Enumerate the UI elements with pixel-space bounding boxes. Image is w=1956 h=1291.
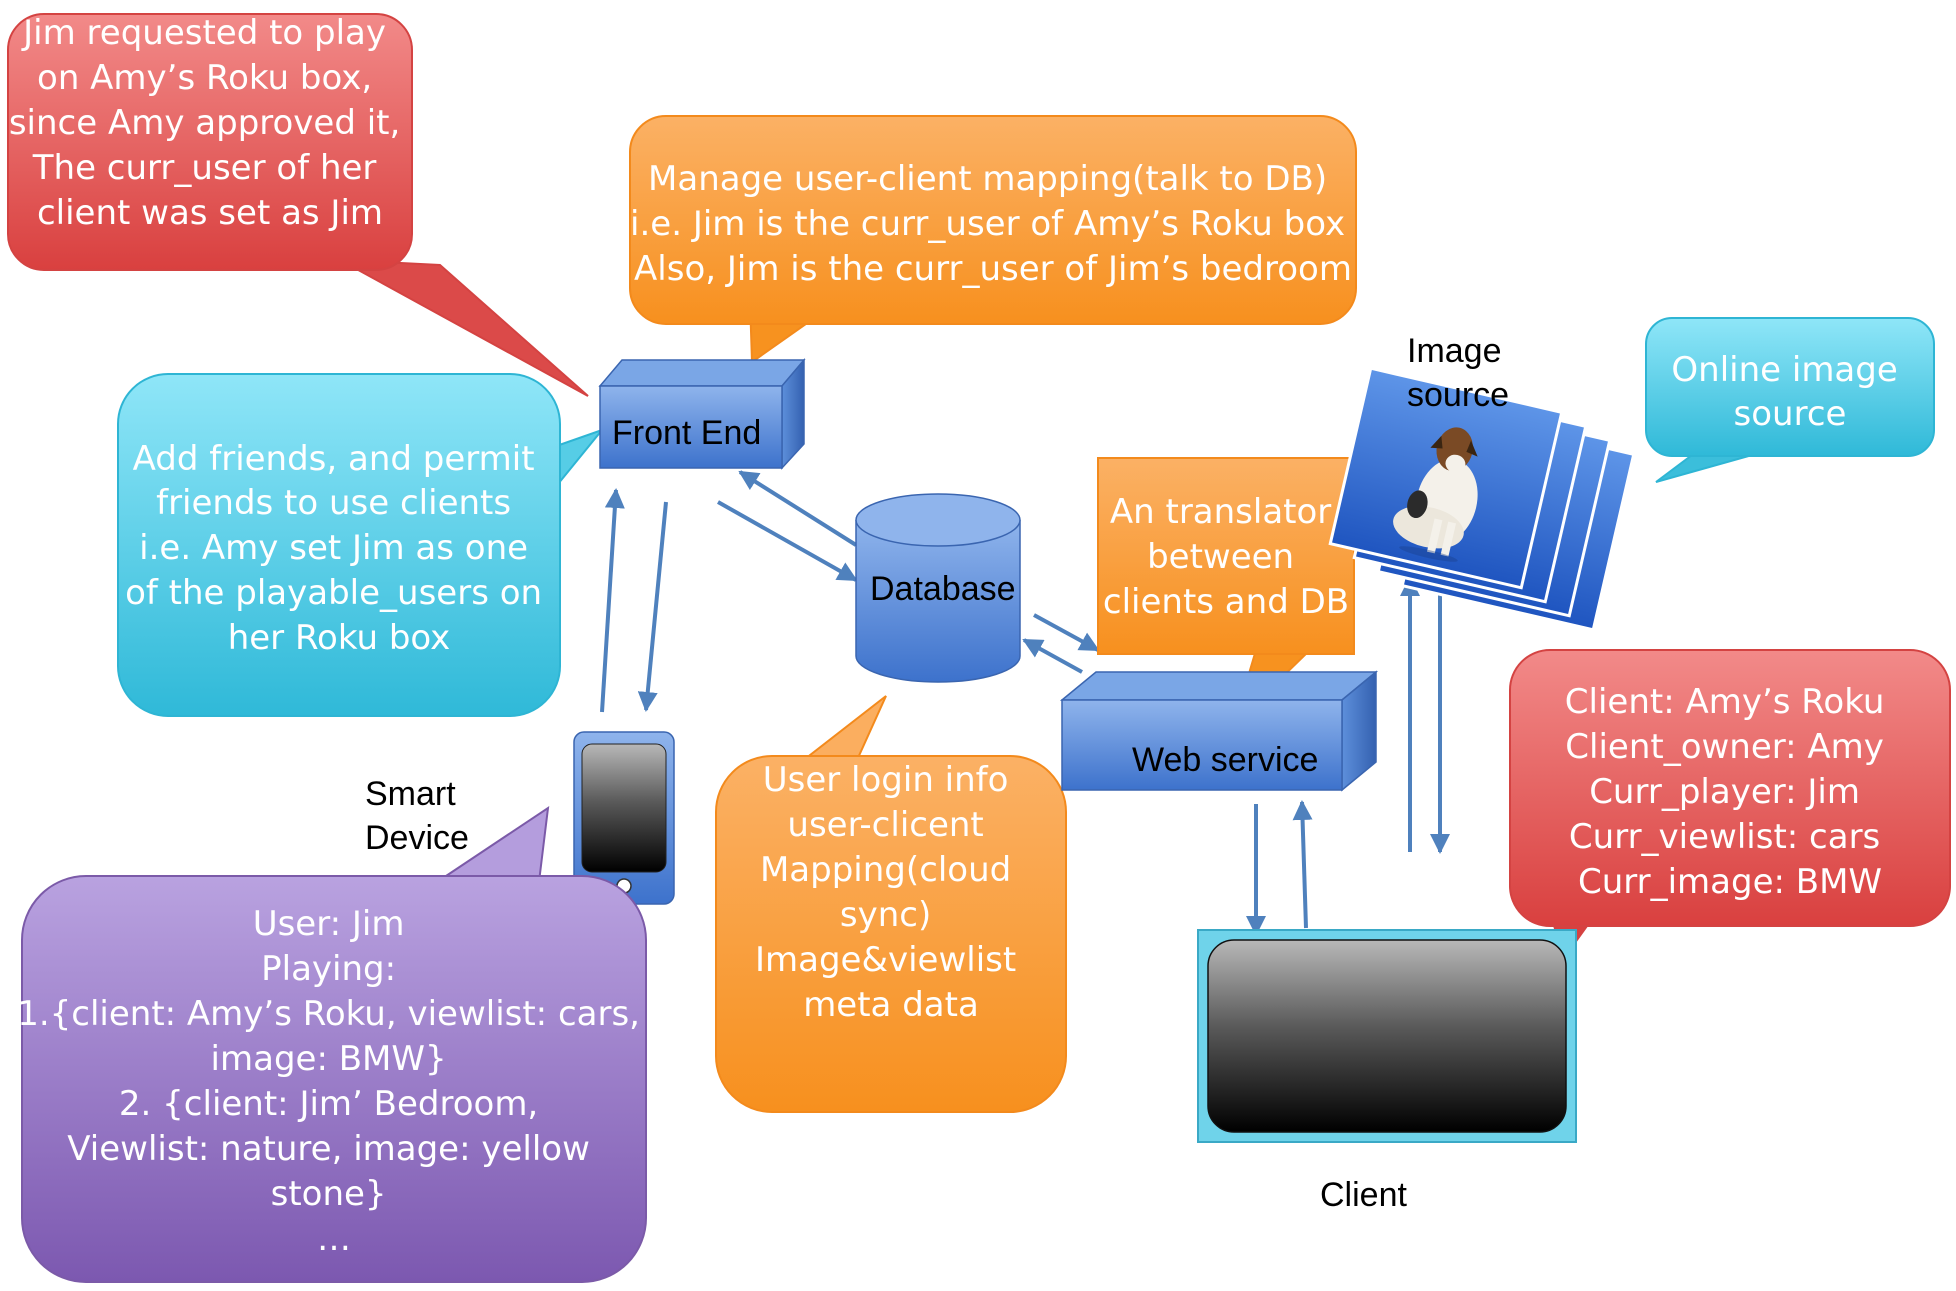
callout-line: sync) xyxy=(840,895,931,935)
callout-line: User: Jim xyxy=(253,904,405,944)
svg-text:An translator between: An translator between clients and DB xyxy=(1103,492,1349,622)
callout-line: Mapping(cloud xyxy=(760,850,1011,890)
callout-curr-user-set: Jim requested to play on Amy’s Roku box,… xyxy=(7,13,589,397)
callout-online-image-source: Online image source xyxy=(1645,317,1935,483)
svg-text:User login info u: User login info user-clicent Mapping(clo… xyxy=(755,760,1027,1025)
front-end-node: Front End xyxy=(598,357,806,470)
web-service-label: Web service xyxy=(1132,741,1318,779)
dog-photo xyxy=(1328,366,1564,590)
callout-add-friends: Add friends, and permit friends to use c… xyxy=(117,373,606,717)
callout-user-playing: User: Jim Playing: 1.{client: Amy’s Roku… xyxy=(17,805,651,1283)
front-end-label: Front End xyxy=(612,414,761,452)
image-source-label: Image xyxy=(1407,332,1502,370)
callout-line: Image&viewlist xyxy=(755,940,1016,980)
callout-line: clients and DB xyxy=(1103,582,1349,622)
callout-line: Client_owner: Amy xyxy=(1565,727,1884,767)
callout-line: between xyxy=(1147,537,1294,577)
callout-line: Client: Amy’s Roku xyxy=(1565,682,1885,722)
svg-text:Client: Amy’s Roku Clien: Client: Amy’s Roku Client_owner: Amy Cur… xyxy=(1565,682,1895,902)
callout-line: … xyxy=(317,1219,351,1259)
callout-line: since Amy approved it, xyxy=(9,103,400,143)
callout-client-state: Client: Amy’s Roku Client_owner: Amy Cur… xyxy=(1509,649,1951,961)
callout-line: User login info xyxy=(763,760,1009,800)
image-source-node: Image source xyxy=(1328,332,1636,632)
arrow-database-to-frontend xyxy=(738,470,858,547)
callout-line: friends to use clients xyxy=(156,483,511,523)
callout-line: Playing: xyxy=(261,949,396,989)
client-node: Client xyxy=(1197,929,1577,1214)
callout-line: 2. {client: Jim’ Bedroom, xyxy=(119,1084,538,1124)
callout-line: The curr_user of her xyxy=(32,148,377,188)
arrow-webservice-to-database xyxy=(1022,638,1083,674)
callout-line: Curr_player: Jim xyxy=(1589,772,1860,812)
arrow-frontend-to-device xyxy=(637,501,668,712)
callout-line: An translator xyxy=(1110,492,1331,532)
svg-text:Smart Device: Smart Device xyxy=(365,775,469,857)
callout-line: client was set as Jim xyxy=(37,193,383,233)
callout-database-contents: User login info user-clicent Mapping(clo… xyxy=(715,695,1067,1113)
svg-text:Image source: Image source xyxy=(1407,332,1511,414)
smart-device-label: Smart xyxy=(365,775,456,813)
callout-line: i.e. Amy set Jim as one xyxy=(139,528,528,568)
arrow-client-to-webservice xyxy=(1292,800,1313,929)
callout-line: Viewlist: nature, image: yellow xyxy=(67,1129,590,1169)
callout-line: Curr_image: BMW xyxy=(1578,862,1882,902)
svg-text:User: Jim Playing:: User: Jim Playing: 1.{client: Amy’s Roku… xyxy=(17,904,651,1259)
callout-line: Online image xyxy=(1671,350,1897,390)
svg-text:Online image source: Online image source xyxy=(1671,350,1908,434)
client-label: Client xyxy=(1320,1176,1407,1214)
callout-user-client-mapping: Manage user-client mapping(talk to DB) i… xyxy=(629,115,1357,364)
callout-line: stone} xyxy=(271,1174,387,1214)
callout-line: source xyxy=(1734,394,1847,434)
callout-line: user-clicent xyxy=(787,805,983,845)
smart-device-label: Device xyxy=(365,819,469,857)
callout-line: Curr_viewlist: cars xyxy=(1569,817,1880,857)
callout-line: Add friends, and permit xyxy=(133,439,535,479)
callout-line: meta data xyxy=(803,985,979,1025)
callout-line: Manage user-client mapping(talk to DB) xyxy=(648,159,1327,199)
svg-text:Manage user-client mapping(tal: Manage user-client mapping(talk to DB) i… xyxy=(630,159,1356,289)
callout-line: on Amy’s Roku box, xyxy=(37,58,372,98)
callout-line: image: BMW} xyxy=(211,1039,447,1079)
svg-text:Add friends, and permit: Add friends, and permit friends to use c… xyxy=(125,439,553,658)
database-label: Database xyxy=(870,570,1016,608)
callout-line: of the playable_users on xyxy=(125,573,542,613)
svg-text:Jim requested to play on: Jim requested to play on Amy’s Roku box,… xyxy=(9,13,411,233)
image-source-label: source xyxy=(1407,376,1509,414)
callout-translator: An translator between clients and DB xyxy=(1097,457,1355,728)
callout-line: i.e. Jim is the curr_user of Amy’s Roku … xyxy=(630,204,1345,244)
callout-line: Also, Jim is the curr_user of Jim’s bedr… xyxy=(634,249,1352,289)
callout-line: Jim requested to play xyxy=(21,13,386,53)
smart-device-node: Smart Device xyxy=(365,731,675,905)
callout-line: her Roku box xyxy=(228,618,451,658)
connector-arrows xyxy=(600,470,1450,936)
callout-line: 1.{client: Amy’s Roku, viewlist: cars, xyxy=(17,994,640,1034)
arrow-device-to-frontend xyxy=(600,488,625,713)
web-service-node: Web service xyxy=(1059,670,1379,792)
arrow-database-to-webservice xyxy=(1033,613,1100,652)
database-node: Database xyxy=(855,493,1021,683)
arrow-frontend-to-database xyxy=(717,500,858,582)
